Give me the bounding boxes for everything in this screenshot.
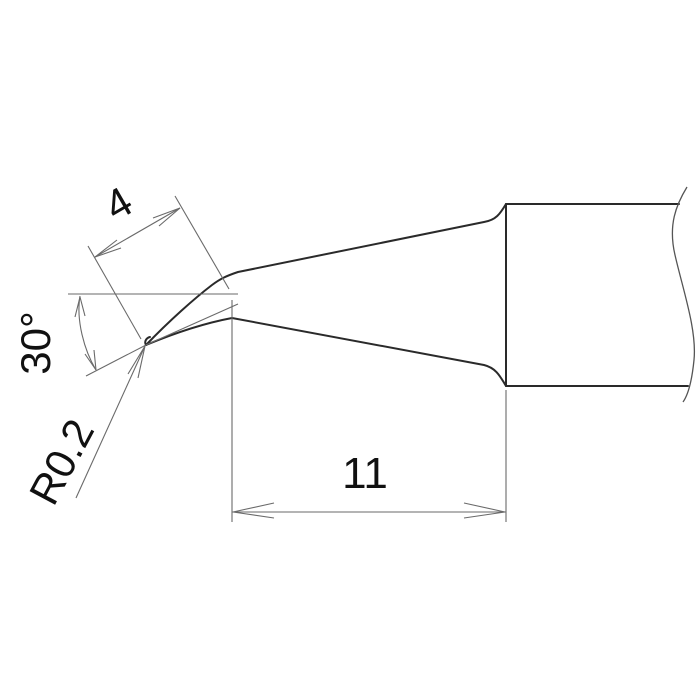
angle-dimension [74, 295, 147, 377]
length-dimension [231, 300, 507, 522]
bent-length-dimension [87, 195, 230, 340]
length-dimension-label: 11 [342, 449, 388, 498]
radius-label: R0.2 [20, 412, 103, 512]
tip-outline [144, 186, 696, 403]
radius-leader [75, 345, 146, 499]
angle-dimension-label: 30° [12, 311, 59, 375]
bent-length-dimension-label: 4 [96, 177, 140, 229]
tip-construction-lines [68, 293, 239, 346]
